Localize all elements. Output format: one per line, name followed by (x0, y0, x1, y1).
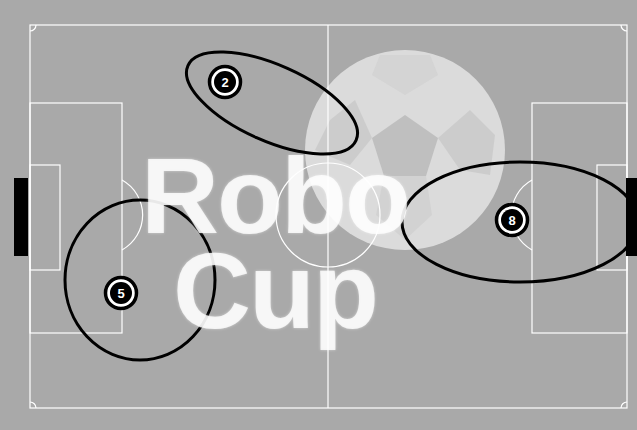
uncertainty-ellipses (65, 31, 637, 360)
player-number: 2 (221, 76, 228, 89)
player-disc (110, 282, 132, 304)
player-ring (106, 278, 137, 309)
player-disc (214, 71, 236, 93)
field-lines (30, 25, 627, 408)
player-number: 8 (508, 214, 515, 227)
player-ring (210, 67, 241, 98)
player-ring (497, 205, 528, 236)
player-number: 5 (117, 287, 124, 300)
uncertainty-ellipse (402, 162, 637, 282)
player-marker: 8 (494, 202, 530, 238)
goal (14, 178, 28, 256)
player-marker: 5 (103, 275, 139, 311)
player-marker: 2 (207, 64, 243, 100)
player-disc (501, 209, 523, 231)
watermark-text: Robo Cup (130, 148, 420, 338)
